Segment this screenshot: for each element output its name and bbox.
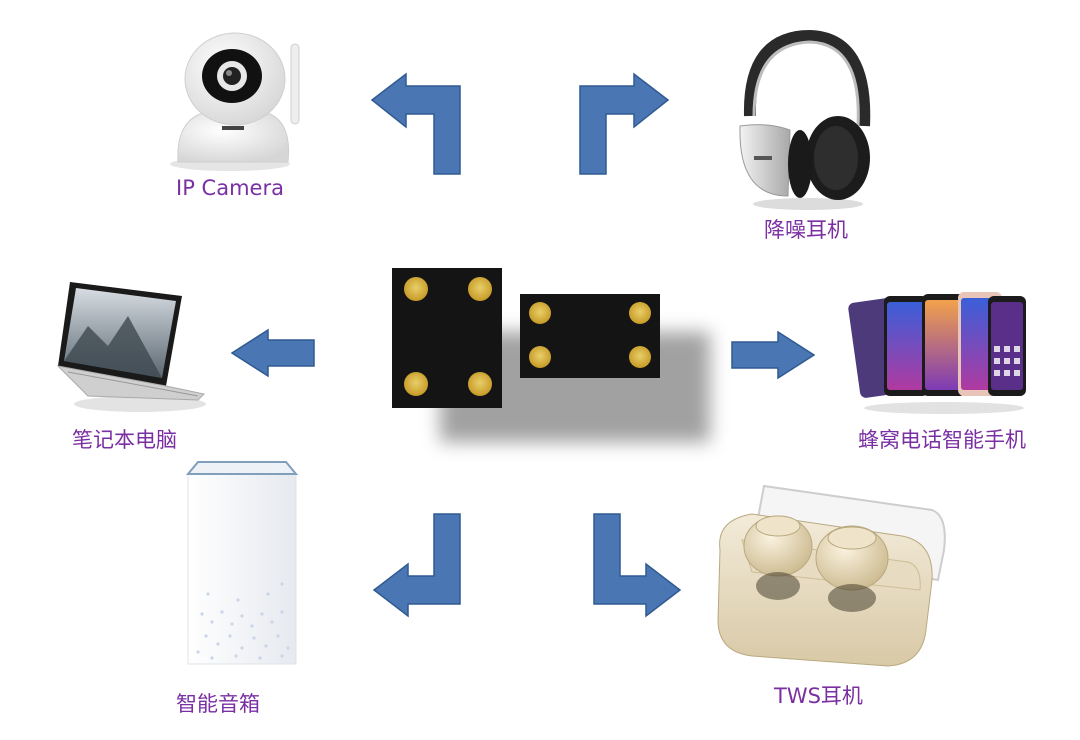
headphones-label: 降噪耳机 — [764, 218, 848, 242]
mems-microphone-chip-icon — [392, 268, 710, 442]
smartphone-label: 蜂窝电话智能手机 — [858, 428, 1026, 452]
arrow-to-smart-speaker — [372, 513, 461, 618]
laptop-label: 笔记本电脑 — [72, 428, 177, 452]
smart-speaker-label: 智能音箱 — [176, 692, 260, 716]
headphones-icon — [739, 29, 871, 210]
laptop-icon — [56, 282, 206, 412]
tws-label: TWS耳机 — [774, 684, 863, 708]
arrow-to-laptop — [230, 328, 315, 378]
arrow-to-tws — [593, 513, 682, 618]
arrow-to-ip-camera — [370, 72, 461, 175]
arrow-to-headphones — [579, 72, 670, 175]
ip-camera-icon — [170, 32, 300, 171]
arrow-to-smartphone — [731, 330, 816, 380]
smart-speaker-icon — [185, 461, 299, 665]
tws-earbuds-icon — [717, 484, 946, 667]
ip-camera-label: IP Camera — [176, 176, 284, 200]
smartphones-icon — [848, 292, 1026, 414]
